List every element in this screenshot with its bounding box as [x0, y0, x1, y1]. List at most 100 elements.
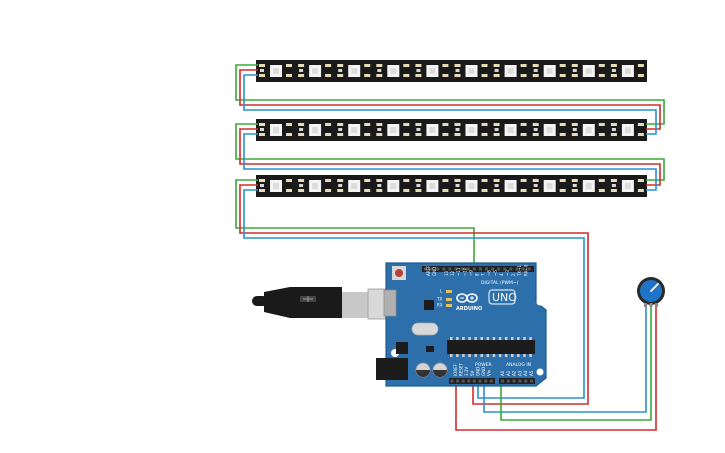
header-hole[interactable] [527, 267, 531, 271]
strip-resistor [338, 69, 343, 72]
led-pixel[interactable] [337, 64, 371, 77]
led-pixel[interactable] [415, 123, 449, 136]
power-header-hole[interactable] [467, 379, 471, 383]
led-pixel[interactable] [571, 123, 605, 136]
analog-header-hole[interactable] [524, 379, 528, 383]
bottom-header-holes [450, 379, 533, 383]
led-strip-1[interactable] [256, 60, 647, 82]
wire-strip3-blue[interactable] [243, 189, 585, 399]
strip-pad [259, 133, 265, 136]
power-header-hole[interactable] [450, 379, 454, 383]
header-hole[interactable] [454, 267, 458, 271]
power-header-hole[interactable] [472, 379, 476, 383]
led-pixel[interactable] [454, 123, 488, 136]
led-pixel[interactable] [376, 179, 410, 192]
led-pixel[interactable] [298, 64, 332, 77]
digital-pin-label: 12 [450, 270, 455, 276]
strip-pad [454, 179, 461, 182]
led-pixel[interactable] [454, 179, 488, 192]
wire-pot-red[interactable] [455, 302, 657, 431]
analog-pin-label: A4 [523, 370, 528, 376]
chip-pin [492, 354, 496, 357]
led-pixel[interactable] [610, 179, 644, 192]
header-hole[interactable] [509, 267, 513, 271]
led-pixel[interactable] [532, 179, 566, 192]
led-die [429, 127, 436, 133]
header-hole[interactable] [503, 267, 507, 271]
analog-header-hole[interactable] [518, 379, 522, 383]
power-header-hole[interactable] [484, 379, 488, 383]
led-pixel[interactable] [610, 64, 644, 77]
led-pixel[interactable] [454, 64, 488, 77]
wire-strip3-red[interactable] [239, 184, 589, 405]
led-pixel[interactable] [493, 64, 527, 77]
power-jack [376, 358, 408, 380]
led-die [351, 183, 358, 189]
led-pixel[interactable] [259, 64, 292, 77]
analog-header-hole[interactable] [506, 379, 510, 383]
wire-strip1-red[interactable] [239, 69, 661, 130]
analog-header-hole[interactable] [501, 379, 504, 383]
header-hole[interactable] [448, 267, 452, 271]
wire-strip2-blue[interactable] [243, 133, 657, 191]
wire-pot-blue[interactable] [483, 302, 647, 413]
power-header-hole[interactable] [461, 379, 465, 383]
wire-strip1-green[interactable] [235, 64, 665, 125]
led-pixel[interactable] [376, 123, 410, 136]
header-hole[interactable] [491, 267, 495, 271]
led-pixel[interactable] [259, 123, 292, 136]
led-pixel[interactable] [532, 64, 566, 77]
power-header-hole[interactable] [489, 379, 493, 383]
led-die [585, 68, 592, 74]
power-header-hole[interactable] [478, 379, 482, 383]
header-hole[interactable] [430, 267, 434, 271]
header-hole[interactable] [472, 267, 476, 271]
potentiometer[interactable] [637, 277, 665, 307]
led-die [312, 127, 319, 133]
wire-strip1-blue[interactable] [243, 74, 657, 135]
header-hole[interactable] [478, 267, 482, 271]
led-pixel[interactable] [493, 123, 527, 136]
led-pixel[interactable] [571, 179, 605, 192]
wire-strip3-green[interactable] [235, 179, 475, 268]
chip-pin [486, 337, 490, 340]
header-hole[interactable] [521, 267, 525, 271]
led-pixel[interactable] [571, 64, 605, 77]
header-hole[interactable] [497, 267, 501, 271]
chip-pin [468, 337, 471, 340]
led-pixel[interactable] [610, 123, 644, 136]
power-header-hole[interactable] [456, 379, 460, 383]
led-pixel[interactable] [337, 123, 371, 136]
analog-header-hole[interactable] [512, 379, 516, 383]
wire-pot-green[interactable] [500, 302, 652, 421]
analog-header-hole[interactable] [530, 379, 533, 383]
strip-pad [286, 133, 292, 136]
power-pin-label: 3.3V [464, 367, 469, 376]
wire-strip2-green[interactable] [235, 123, 665, 181]
header-hole[interactable] [442, 267, 446, 271]
led-pixel[interactable] [259, 179, 292, 192]
chip-pin [462, 354, 465, 357]
led-strip-3[interactable] [256, 175, 647, 197]
strip-pad [598, 133, 605, 136]
led-strip-2[interactable] [256, 119, 647, 141]
led-pixel[interactable] [298, 179, 332, 192]
header-hole[interactable] [466, 267, 470, 271]
led-pixel[interactable] [337, 179, 371, 192]
led-pixel[interactable] [532, 123, 566, 136]
strip-resistor [533, 184, 538, 187]
led-pixel[interactable] [376, 64, 410, 77]
wire-strip2-red[interactable] [239, 128, 661, 186]
header-hole[interactable] [515, 267, 519, 271]
header-hole[interactable] [424, 267, 427, 271]
led-pixel[interactable] [415, 64, 449, 77]
led-pixel[interactable] [298, 123, 332, 136]
header-hole[interactable] [485, 267, 488, 271]
header-hole[interactable] [460, 267, 464, 271]
power-pin-label: RESET [459, 363, 464, 376]
led-pixel[interactable] [415, 179, 449, 192]
header-hole[interactable] [436, 267, 440, 271]
led-pixel[interactable] [493, 179, 527, 192]
